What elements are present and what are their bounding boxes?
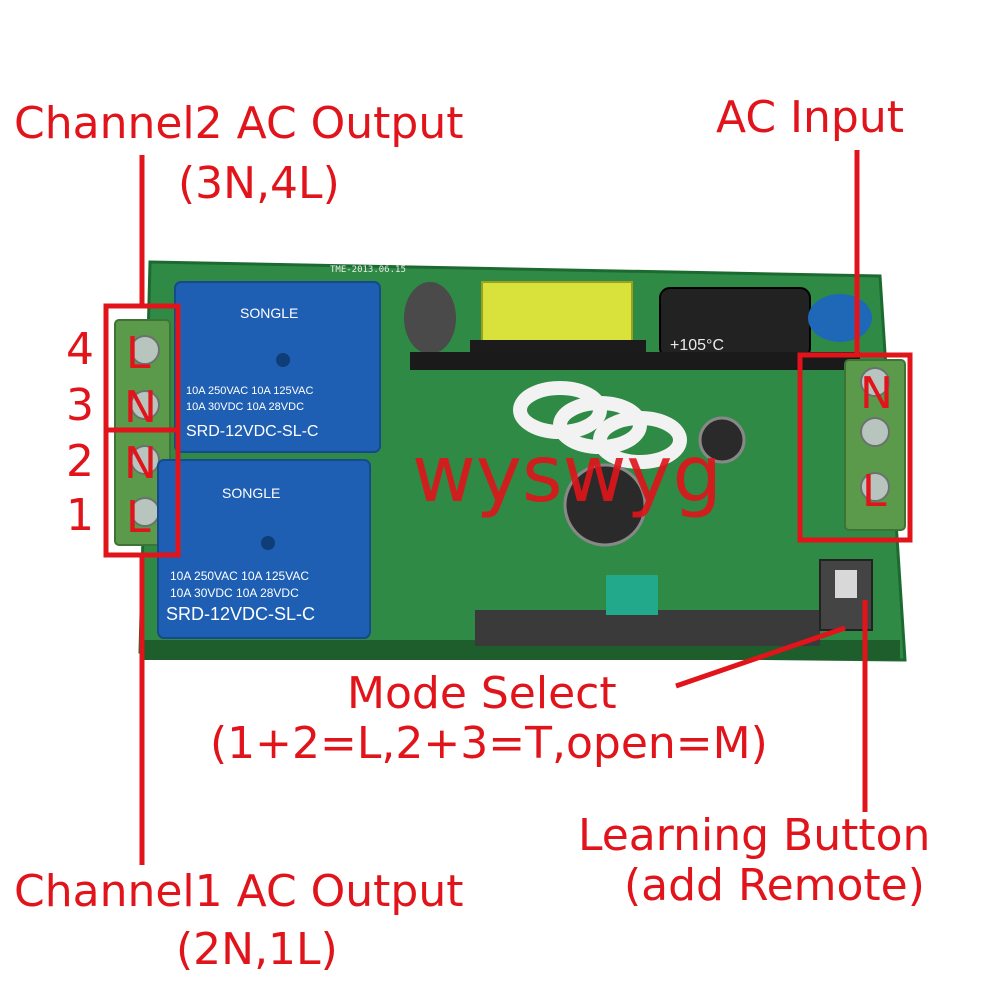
terminal-letter-3: N: [124, 382, 157, 433]
input-terminal-letter-n: N: [860, 368, 893, 419]
relay2-model-text: SRD-12VDC-SL-C: [186, 423, 318, 440]
relay1-rating-text: 10A 30VDC 10A 28VDC: [170, 586, 299, 600]
relay2-brand-text: SONGLE: [240, 305, 298, 321]
board-marking-text: TME-2013.06.15: [330, 265, 406, 275]
terminal-number-4: 4: [66, 324, 94, 375]
inductor: [404, 282, 456, 354]
terminal-number-1: 1: [66, 490, 94, 541]
capacitor-label-text: +105°C: [670, 337, 724, 354]
capacitor: [698, 416, 746, 464]
relay2-rating-text: 10A 250VAC 10A 125VAC: [186, 385, 313, 397]
relay-channel2: [174, 281, 381, 453]
relay-channel1: [157, 459, 371, 639]
terminal-letter-1: L: [126, 492, 151, 543]
rf-receiver-module: [475, 610, 820, 646]
varistor: [808, 294, 872, 342]
relay1-rating-text: 10A 250VAC 10A 125VAC: [170, 569, 309, 583]
learning-button-title: Learning Button: [578, 810, 931, 861]
mode-select-pointer-line: [675, 625, 846, 689]
antenna-coil: [513, 381, 687, 469]
channel2-output-title: Channel2 AC Output: [14, 98, 464, 149]
capacitor: [563, 463, 647, 547]
channel2-output-pins: (3N,4L): [178, 158, 340, 209]
mode-select-title: Mode Select: [347, 668, 617, 719]
relay1-brand-text: SONGLE: [222, 485, 280, 501]
terminal-number-3: 3: [66, 380, 94, 431]
mode-select-detail: (1+2=L,2+3=T,open=M): [210, 718, 768, 769]
relay2-rating-text: 10A 30VDC 10A 28VDC: [186, 401, 304, 413]
terminal-letter-4: L: [126, 328, 151, 379]
relay1-model-text: SRD-12VDC-SL-C: [166, 604, 315, 624]
terminal-letter-2: N: [124, 438, 157, 489]
learning-button-detail: (add Remote): [624, 860, 925, 911]
ac-input-title: AC Input: [716, 92, 904, 143]
mode-jumper: [606, 575, 658, 615]
input-terminal-letter-l: L: [862, 466, 887, 517]
terminal-number-2: 2: [66, 436, 94, 487]
channel1-output-title: Channel1 AC Output: [14, 866, 464, 917]
channel1-output-pins: (2N,1L): [176, 924, 338, 975]
watermark: wyswyg: [412, 430, 723, 520]
